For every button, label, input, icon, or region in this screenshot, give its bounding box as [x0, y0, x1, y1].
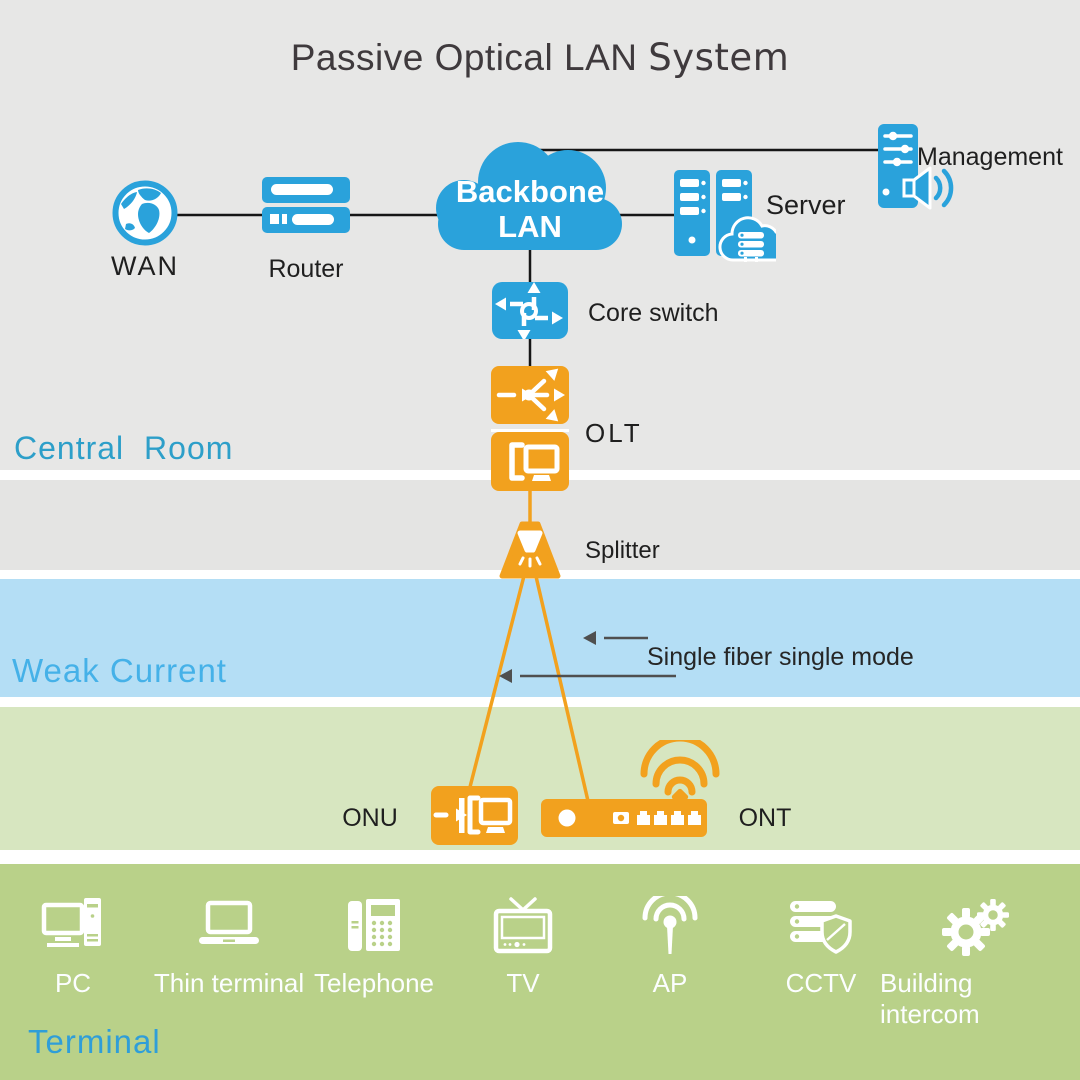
tv-icon: [493, 897, 553, 954]
terminal-item-telephone: Telephone: [284, 896, 464, 999]
core-switch-label: Core switch: [588, 299, 719, 327]
terminal-item-thin-terminal: Thin terminal: [139, 896, 319, 999]
backbone-lan-label: Backbone LAN: [428, 136, 632, 258]
terminal-label: Terminal: [28, 1023, 161, 1060]
globe-icon: [112, 180, 178, 246]
olt-label: OLT: [585, 418, 643, 448]
management-label: Management: [917, 143, 1063, 171]
fiber-annotation: Single fiber single mode: [647, 643, 914, 671]
central-room-label: Central Room: [14, 430, 234, 466]
gears-icon: [942, 899, 1009, 956]
backbone-label-line2: LAN: [498, 209, 562, 244]
terminal-item-ap: AP: [580, 896, 760, 999]
pc-icon: [41, 898, 101, 947]
router-icon: [262, 177, 350, 233]
wifi-icon: [640, 740, 720, 804]
management-tower-speaker-icon: [878, 124, 954, 210]
terminal-item-cctv: CCTV: [731, 896, 911, 999]
terminal-item-label: CCTV: [785, 968, 857, 998]
terminal-item-building-intercom: Building intercom: [880, 896, 1070, 1030]
server-towers-icon: [674, 170, 776, 262]
terminal-item-pc: PC: [0, 896, 163, 999]
router-label: Router: [268, 255, 344, 283]
cctv-shield-icon: [790, 901, 852, 954]
terminal-item-label: PC: [54, 968, 92, 998]
ont-label: ONT: [738, 804, 792, 832]
access-point-icon: [642, 896, 698, 954]
cloud-icon: [436, 142, 622, 250]
weak-current-label: Weak Current: [12, 652, 227, 689]
onu-box-icon: [431, 786, 518, 845]
olt-divider: [491, 429, 569, 432]
terminal-item-label: TV: [506, 968, 540, 998]
laptop-icon: [199, 900, 259, 944]
terminal-item-label: Telephone: [314, 968, 434, 998]
backbone-lan-cloud: Backbone LAN: [428, 136, 632, 258]
switch-arrows-icon: [492, 282, 568, 339]
page-title: Passive Optical LAN System: [0, 36, 1080, 79]
wan-label: WAN: [111, 251, 179, 281]
terminal-item-label: Thin terminal: [153, 968, 305, 998]
onu-label: ONU: [342, 804, 398, 832]
optical-splitter-icon: [499, 521, 561, 579]
terminal-item-tv: TV: [433, 896, 613, 999]
telephone-icon: [348, 899, 400, 951]
splitter-label: Splitter: [585, 537, 660, 564]
terminal-item-label: AP: [652, 968, 688, 998]
olt-terminal-icon: [491, 432, 569, 491]
olt-splitter-icon: [491, 366, 569, 424]
band-onu-ont: [0, 707, 1080, 850]
terminal-item-label: Building intercom: [880, 968, 980, 1029]
backbone-label-line1: Backbone: [455, 174, 605, 210]
ont-router-wifi-icon: [541, 799, 707, 837]
server-label: Server: [766, 190, 846, 220]
olt-stack: [491, 366, 569, 496]
page-title-part2: System: [648, 36, 790, 79]
page-title-part1: Passive Optical LAN: [290, 37, 649, 78]
band-terminal: [0, 864, 1080, 1080]
